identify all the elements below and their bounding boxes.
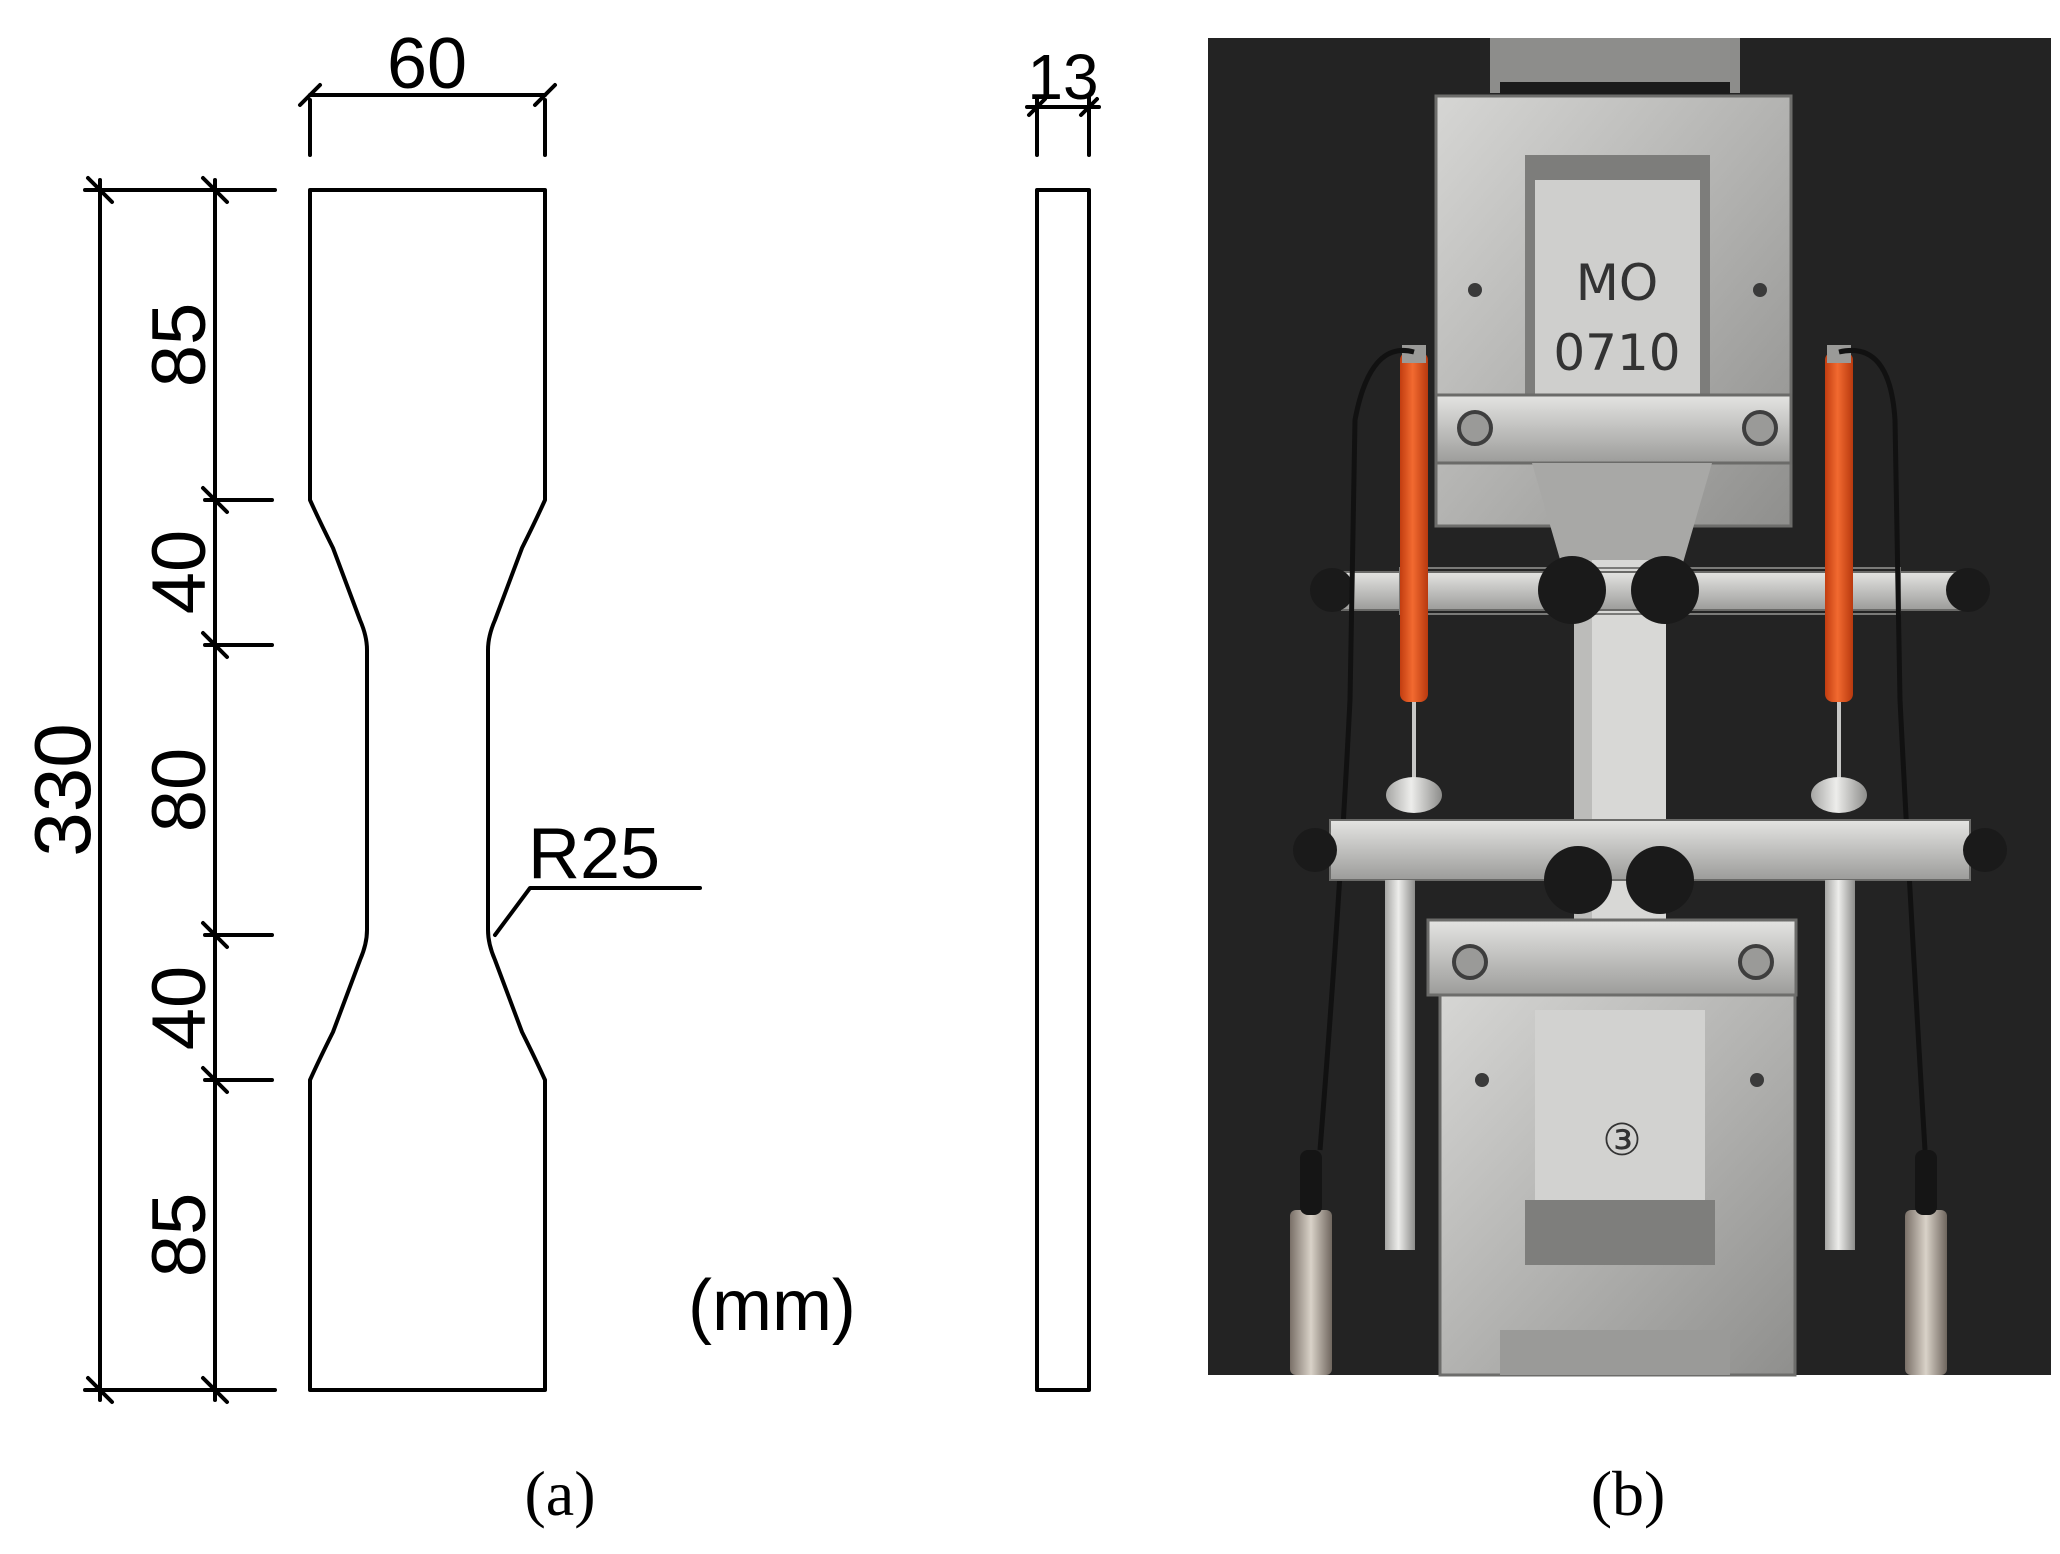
lower-knob-right bbox=[1626, 846, 1694, 914]
lower-knobs bbox=[1293, 828, 2007, 914]
specimen-drawing bbox=[83, 83, 1101, 1404]
unit-label: (mm) bbox=[688, 1266, 856, 1346]
segment-tick-2 bbox=[201, 631, 229, 659]
lower-grip-specimen bbox=[1535, 1010, 1705, 1210]
lvdt-left bbox=[1400, 352, 1428, 702]
segment-label-0: 85 bbox=[137, 303, 222, 388]
lower-grip-hole-left bbox=[1475, 1073, 1489, 1087]
lower-side-knob-right bbox=[1963, 828, 2007, 872]
cables bbox=[1317, 348, 1928, 1151]
total-tick-bottom bbox=[86, 1376, 114, 1404]
segment-tick-1 bbox=[201, 486, 229, 514]
cable-right bbox=[1838, 348, 1928, 1151]
connector-left-boot bbox=[1300, 1150, 1322, 1215]
drawing-labels: 60 13 330 85 40 80 40 85 R25 (mm) bbox=[18, 24, 1099, 1346]
upper-knobs bbox=[1310, 556, 1990, 624]
width-label: 60 bbox=[387, 24, 467, 104]
bottom-sample-marking: ③ bbox=[1602, 1115, 1641, 1166]
lower-grip-hole-right bbox=[1750, 1073, 1764, 1087]
caption-b: (b) bbox=[1591, 1458, 1666, 1529]
guide-rod-left bbox=[1385, 880, 1415, 1250]
top-sample-marking-line1: MO bbox=[1576, 254, 1659, 312]
top-grip-specimen bbox=[1535, 180, 1700, 420]
segment-tick-5 bbox=[201, 1376, 229, 1404]
upper-knob-left bbox=[1538, 556, 1606, 624]
lower-clamp-bolt-left bbox=[1452, 944, 1488, 980]
thickness-tick-right bbox=[1079, 97, 1099, 117]
radius-leader bbox=[493, 886, 702, 937]
caption-a: (a) bbox=[524, 1458, 595, 1529]
width-tick-left bbox=[298, 83, 322, 107]
lower-pad-right bbox=[1811, 777, 1867, 813]
lower-pad-left bbox=[1386, 777, 1442, 813]
top-grip-hole-left bbox=[1468, 283, 1482, 297]
test-setup-photo: MO 0710 bbox=[1208, 38, 2051, 1377]
top-clamp-bolt-left bbox=[1457, 410, 1493, 446]
width-tick-right bbox=[533, 83, 557, 107]
guide-rod-right bbox=[1825, 880, 1855, 1250]
side-view-outline bbox=[1035, 188, 1091, 1392]
lower-side-knob-left bbox=[1293, 828, 1337, 872]
segment-label-2: 80 bbox=[137, 748, 222, 833]
top-clamp-bolt-right bbox=[1742, 410, 1778, 446]
thickness-label: 13 bbox=[1027, 41, 1098, 113]
total-length-label: 330 bbox=[18, 723, 107, 856]
lower-clamp-bolt-right bbox=[1738, 944, 1774, 980]
connector-left bbox=[1290, 1210, 1332, 1375]
lvdt-right bbox=[1825, 352, 1853, 702]
lower-knob-left bbox=[1544, 846, 1612, 914]
lower-grip-window bbox=[1525, 1200, 1715, 1265]
cable-left bbox=[1317, 348, 1415, 1151]
thickness-tick-left bbox=[1027, 97, 1047, 117]
connector-right-boot bbox=[1915, 1150, 1937, 1215]
connector-right bbox=[1905, 1210, 1947, 1375]
lvdt-left-cap bbox=[1402, 345, 1426, 363]
total-tick-top bbox=[86, 176, 114, 204]
segment-tick-0 bbox=[201, 176, 229, 204]
lvdt-right-cap bbox=[1827, 345, 1851, 363]
segment-label-1: 40 bbox=[137, 530, 222, 615]
upper-side-knob-left bbox=[1310, 568, 1354, 612]
segment-label-3: 40 bbox=[137, 966, 222, 1051]
top-grip-hole-right bbox=[1753, 283, 1767, 297]
top-sample-marking-line2: 0710 bbox=[1553, 324, 1680, 382]
segment-tick-3 bbox=[201, 921, 229, 949]
top-crosshead-shadow bbox=[1500, 82, 1730, 96]
top-clamp-bar bbox=[1434, 393, 1793, 465]
bottom-crosshead bbox=[1500, 1330, 1730, 1375]
segment-label-4: 85 bbox=[137, 1193, 222, 1278]
segment-tick-4 bbox=[201, 1066, 229, 1094]
upper-side-knob-right bbox=[1946, 568, 1990, 612]
top-wedge bbox=[1532, 463, 1712, 580]
radius-label: R25 bbox=[528, 814, 660, 894]
dogbone-outline bbox=[308, 188, 547, 1392]
upper-knob-right bbox=[1631, 556, 1699, 624]
